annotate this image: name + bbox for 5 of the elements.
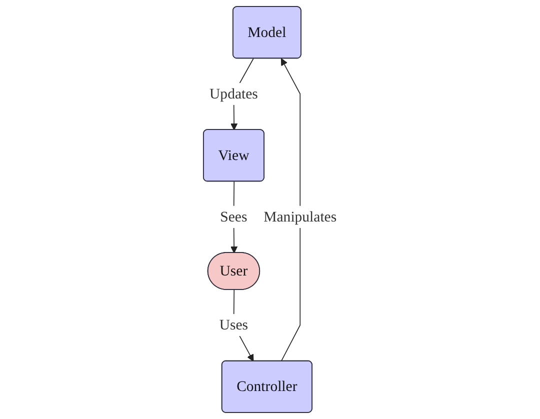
edge-label: Manipulates — [264, 208, 337, 225]
edge-label: Sees — [220, 208, 248, 225]
arrow — [280, 58, 301, 362]
edge-label: Updates — [210, 85, 258, 102]
edge-label: Uses — [219, 316, 248, 333]
